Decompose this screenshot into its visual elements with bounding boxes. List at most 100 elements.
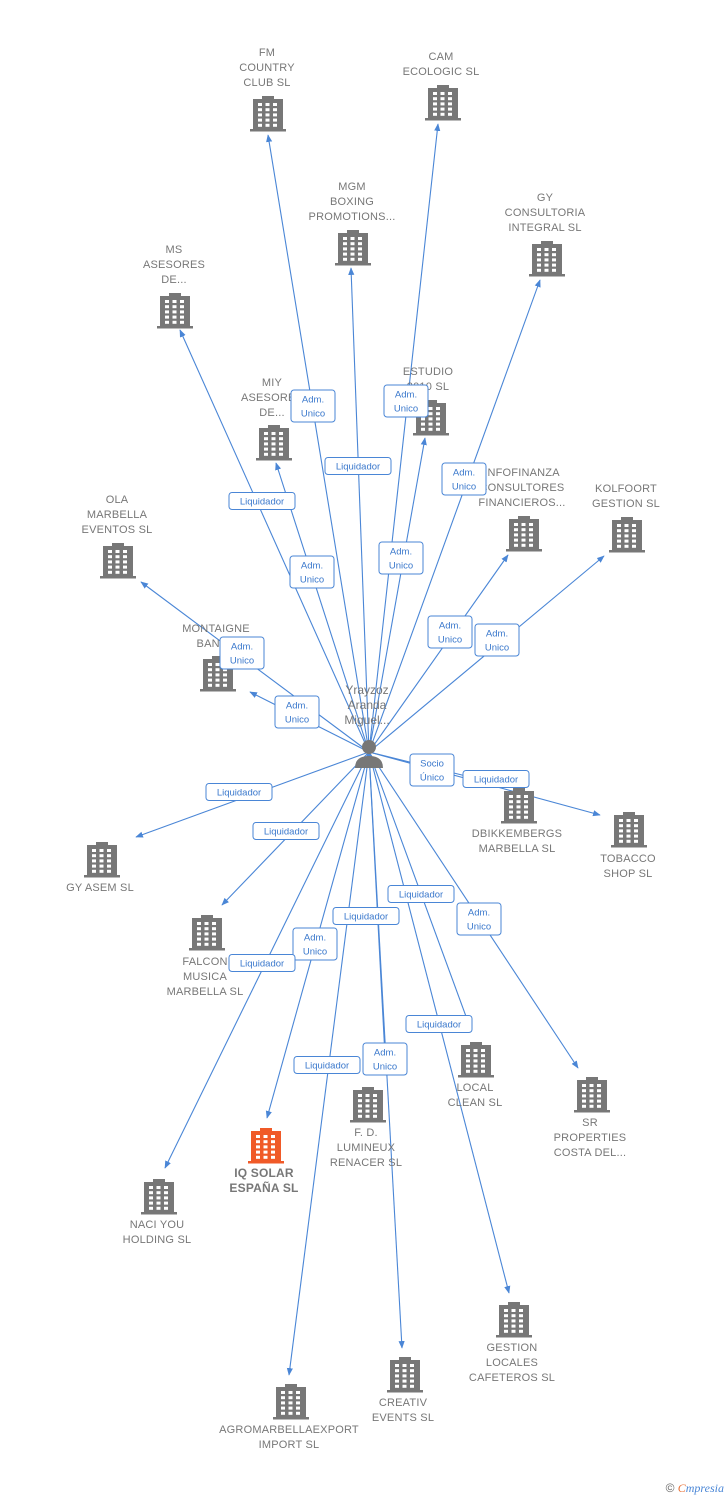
edge-role-tag[interactable]: Adm.Unico [378,541,424,575]
edge-role-text: Adm. [304,933,326,944]
company-name: HOLDING SL [123,1234,192,1246]
edge-role-tag[interactable]: Adm.Unico [383,384,429,418]
person-name: Aranda [348,698,387,712]
edge-role-text: Unico [452,482,476,493]
company-node-infofinanza[interactable]: INFOFINANZACONSULTORESFINANCIEROS... [478,467,565,552]
edge-role-tag[interactable]: Adm.Unico [427,615,473,649]
brand-logo: Cmpresia [677,1481,724,1495]
company-name: TOBACCO [600,853,656,865]
center-person[interactable]: YrayzozArandaMiguel... [344,683,390,768]
company-name: IQ SOLAR [234,1166,294,1180]
edge-role-tag[interactable]: Liquidador [228,954,296,972]
edge-role-text: Liquidador [399,890,443,901]
edge-role-text: Adm. [301,561,323,572]
company-name: CAFETEROS SL [469,1372,555,1384]
company-name: INTEGRAL SL [508,222,581,234]
edge-role-tag[interactable]: Liquidador [205,783,273,801]
company-name: CONSULTORES [480,482,565,494]
edge-role-tag[interactable]: Liquidador [387,885,455,903]
company-name: ASESORES [241,392,303,404]
building-icon [458,1042,494,1078]
edge-role-tag[interactable]: Adm.Unico [456,902,502,936]
edge-role-tag[interactable]: Adm.Unico [362,1042,408,1076]
company-name: MUSICA [183,971,227,983]
edge-role-text: Único [420,773,444,784]
edge-role-tag[interactable]: Adm.Unico [274,695,320,729]
edge-role-text: Adm. [486,629,508,640]
edge-role-text: Unico [301,409,325,420]
company-name: ESTUDIO [403,366,454,378]
company-name: EVENTOS SL [82,524,153,536]
company-node-miy-asesores[interactable]: MIYASESORESDE... [241,377,303,461]
company-node-ms-asesores[interactable]: MSASESORESDE... [143,244,205,329]
company-name: F. D. [354,1127,378,1139]
edge-role-tag[interactable]: Liquidador [462,770,530,788]
company-name: CLEAN SL [448,1097,503,1109]
edge-role-tag[interactable]: Liquidador [324,457,392,475]
edge-role-tag[interactable]: Adm.Unico [292,927,338,961]
edge-role-text: Adm. [286,701,308,712]
building-icon [350,1087,386,1123]
company-name: DBIKKEMBERGS [472,828,562,840]
company-name: IMPORT SL [259,1439,320,1451]
edge-role-text: Unico [438,635,462,646]
edge-role-text: Liquidador [474,775,518,786]
edge-role-tag[interactable]: Liquidador [405,1015,473,1033]
edge-role-tag[interactable]: Liquidador [293,1056,361,1074]
building-icon [501,788,537,824]
company-name: COSTA DEL... [554,1147,627,1159]
person-name: Yrayzoz [345,683,388,697]
building-icon [506,516,542,552]
building-icon [248,1128,284,1164]
company-node-gy-asem[interactable]: GY ASEM SL [66,842,134,894]
edge-role-tag[interactable]: Liquidador [228,492,296,510]
company-node-tobacco-shop[interactable]: TOBACCO SHOP SL [600,812,656,880]
edge-role-tag[interactable]: Liquidador [332,907,400,925]
building-icon [611,812,647,848]
company-name: SHOP SL [604,868,653,880]
edge-role-text: Liquidador [240,497,284,508]
edge-role-tag[interactable]: Adm. Unico [474,623,520,657]
company-name: RENACER SL [330,1157,402,1169]
building-icon [529,241,565,277]
building-icon [335,230,371,266]
footer-brand[interactable]: © Cmpresia [666,1481,724,1496]
company-name: MONTAIGNE [182,623,250,635]
copyright-symbol: © [665,1481,675,1495]
edge-role-tag[interactable]: Adm.Unico [219,636,265,670]
edge-role-text: Unico [300,575,324,586]
person-icon [355,740,383,768]
edge-role-text: Unico [467,922,491,933]
edge-role-tag[interactable]: Adm. Unico [290,389,336,423]
company-name: EVENTS SL [372,1412,434,1424]
edge-fm-country-club [266,134,370,753]
edge-role-tag[interactable]: Liquidador [252,822,320,840]
edge-role-text: Unico [485,643,509,654]
edge-role-text: Adm. [302,395,324,406]
edge-role-tag[interactable]: Adm. Unico [289,555,335,589]
edge-role-text: Liquidador [344,912,388,923]
company-name: GY [537,192,554,204]
company-name: GY ASEM SL [66,882,134,894]
company-node-mgm-boxing[interactable]: MGMBOXINGPROMOTIONS... [309,181,396,266]
company-name: ECOLOGIC SL [403,66,480,78]
edge-role-tag[interactable]: Adm. Unico [441,462,487,496]
edge-role-text: Adm. [453,468,475,479]
